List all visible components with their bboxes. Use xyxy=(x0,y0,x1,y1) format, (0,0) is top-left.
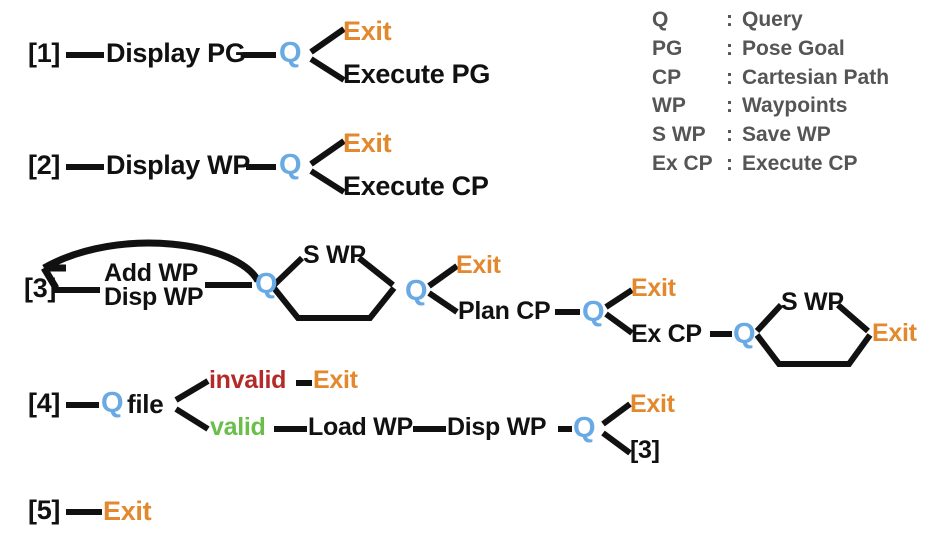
row4-branch-invalid[interactable]: invalid xyxy=(209,366,287,394)
row3-hex2-save-wp[interactable]: S WP xyxy=(781,288,844,316)
legend-row: Ex CP : Execute CP xyxy=(652,152,889,181)
line-r3-q3-branch-up xyxy=(604,287,634,310)
row2-step-display-wp[interactable]: Display WP xyxy=(106,150,251,180)
row4-subject-file[interactable]: file xyxy=(127,389,164,419)
row3-query3-branch-ex-cp[interactable]: Ex CP xyxy=(631,320,702,348)
row4-step-load-wp[interactable]: Load WP xyxy=(308,413,413,441)
row4-query2-branch-goto-3[interactable]: [3] xyxy=(630,436,660,464)
row3-query2-branch-plan-cp[interactable]: Plan CP xyxy=(458,297,551,325)
row3-query2-branch-exit[interactable]: Exit xyxy=(456,251,501,279)
line-r1-branch-up xyxy=(309,26,346,55)
row4-index: [4] xyxy=(28,388,61,418)
row3-query1-node[interactable]: Q xyxy=(255,268,278,300)
legend-separator: : xyxy=(726,36,733,60)
line-r3-hex2-lower xyxy=(754,333,873,367)
line-r2-branch-down xyxy=(309,168,346,195)
legend-separator: : xyxy=(726,65,733,89)
row3-query2-node[interactable]: Q xyxy=(405,275,428,307)
legend: Q : Query PG : Pose Goal CP : Cartesian … xyxy=(652,8,889,181)
legend-meaning: Execute CP xyxy=(742,151,858,175)
legend-row: CP : Cartesian Path xyxy=(652,66,889,95)
line-r4-q2-branch-up xyxy=(601,401,632,427)
legend-row: WP : Waypoints xyxy=(652,94,889,123)
row3-query4-node[interactable]: Q xyxy=(733,318,756,350)
row4-branch-valid[interactable]: valid xyxy=(210,413,266,441)
row5-index: [5] xyxy=(28,495,61,525)
row4-query2-node[interactable]: Q xyxy=(573,412,596,444)
legend-row: Q : Query xyxy=(652,8,889,37)
legend-separator: : xyxy=(726,123,733,147)
line-r1-branch-down xyxy=(309,56,346,83)
row1-query-node[interactable]: Q xyxy=(279,37,302,69)
row5-exit[interactable]: Exit xyxy=(103,496,152,526)
legend-meaning: Cartesian Path xyxy=(742,65,890,89)
legend-abbr: WP xyxy=(652,94,686,118)
row2-index: [2] xyxy=(28,150,61,180)
row4-invalid-exit[interactable]: Exit xyxy=(313,366,358,394)
legend-table: Q : Query PG : Pose Goal CP : Cartesian … xyxy=(652,8,889,181)
row2-branch-exit[interactable]: Exit xyxy=(343,128,392,158)
legend-separator: : xyxy=(726,94,733,118)
line-r3-q2-branch-down xyxy=(427,290,459,315)
legend-meaning: Waypoints xyxy=(742,94,848,118)
row1-branch-exit[interactable]: Exit xyxy=(343,16,392,46)
row2-query-node[interactable]: Q xyxy=(279,149,302,181)
row3-hex2-exit[interactable]: Exit xyxy=(872,319,917,347)
legend-abbr: Ex CP xyxy=(652,151,713,175)
row3-query3-branch-exit[interactable]: Exit xyxy=(631,274,676,302)
row3-index: [3] xyxy=(24,273,57,303)
line-r2-branch-up xyxy=(309,138,346,167)
line-r4-branch-up xyxy=(174,378,210,403)
row1-branch-execute-pg[interactable]: Execute PG xyxy=(343,59,491,89)
legend-meaning: Pose Goal xyxy=(742,36,845,60)
legend-abbr: S WP xyxy=(652,123,706,147)
legend-abbr: Q xyxy=(652,8,669,31)
row4-query2-branch-exit[interactable]: Exit xyxy=(630,390,675,418)
line-r3-hex1-lower xyxy=(271,286,397,321)
row3-hex1-save-wp[interactable]: S WP xyxy=(303,241,366,269)
legend-row: PG : Pose Goal xyxy=(652,37,889,66)
row3-query3-node[interactable]: Q xyxy=(582,296,605,328)
line-r3-q2-branch-up xyxy=(427,263,459,289)
line-r4-q2-branch-down xyxy=(601,430,632,456)
row3-step-add-wp[interactable]: Add WP xyxy=(104,259,199,287)
legend-meaning: Save WP xyxy=(742,123,831,147)
row1-step-display-pg[interactable]: Display PG xyxy=(106,38,246,68)
line-r4-branch-down xyxy=(174,406,210,432)
legend-row: S WP : Save WP xyxy=(652,123,889,152)
row1-index: [1] xyxy=(28,38,61,68)
legend-abbr: PG xyxy=(652,36,683,60)
legend-separator: : xyxy=(726,8,733,31)
row2-branch-execute-cp[interactable]: Execute CP xyxy=(343,171,489,201)
legend-separator: : xyxy=(726,151,733,175)
row4-step-disp-wp[interactable]: Disp WP xyxy=(447,413,547,441)
row4-query1-node[interactable]: Q xyxy=(101,387,124,419)
line-r3-q3-branch-down xyxy=(604,311,634,336)
legend-abbr: CP xyxy=(652,65,682,89)
legend-meaning: Query xyxy=(742,8,803,31)
row3-step-disp-wp[interactable]: Disp WP xyxy=(104,283,204,311)
